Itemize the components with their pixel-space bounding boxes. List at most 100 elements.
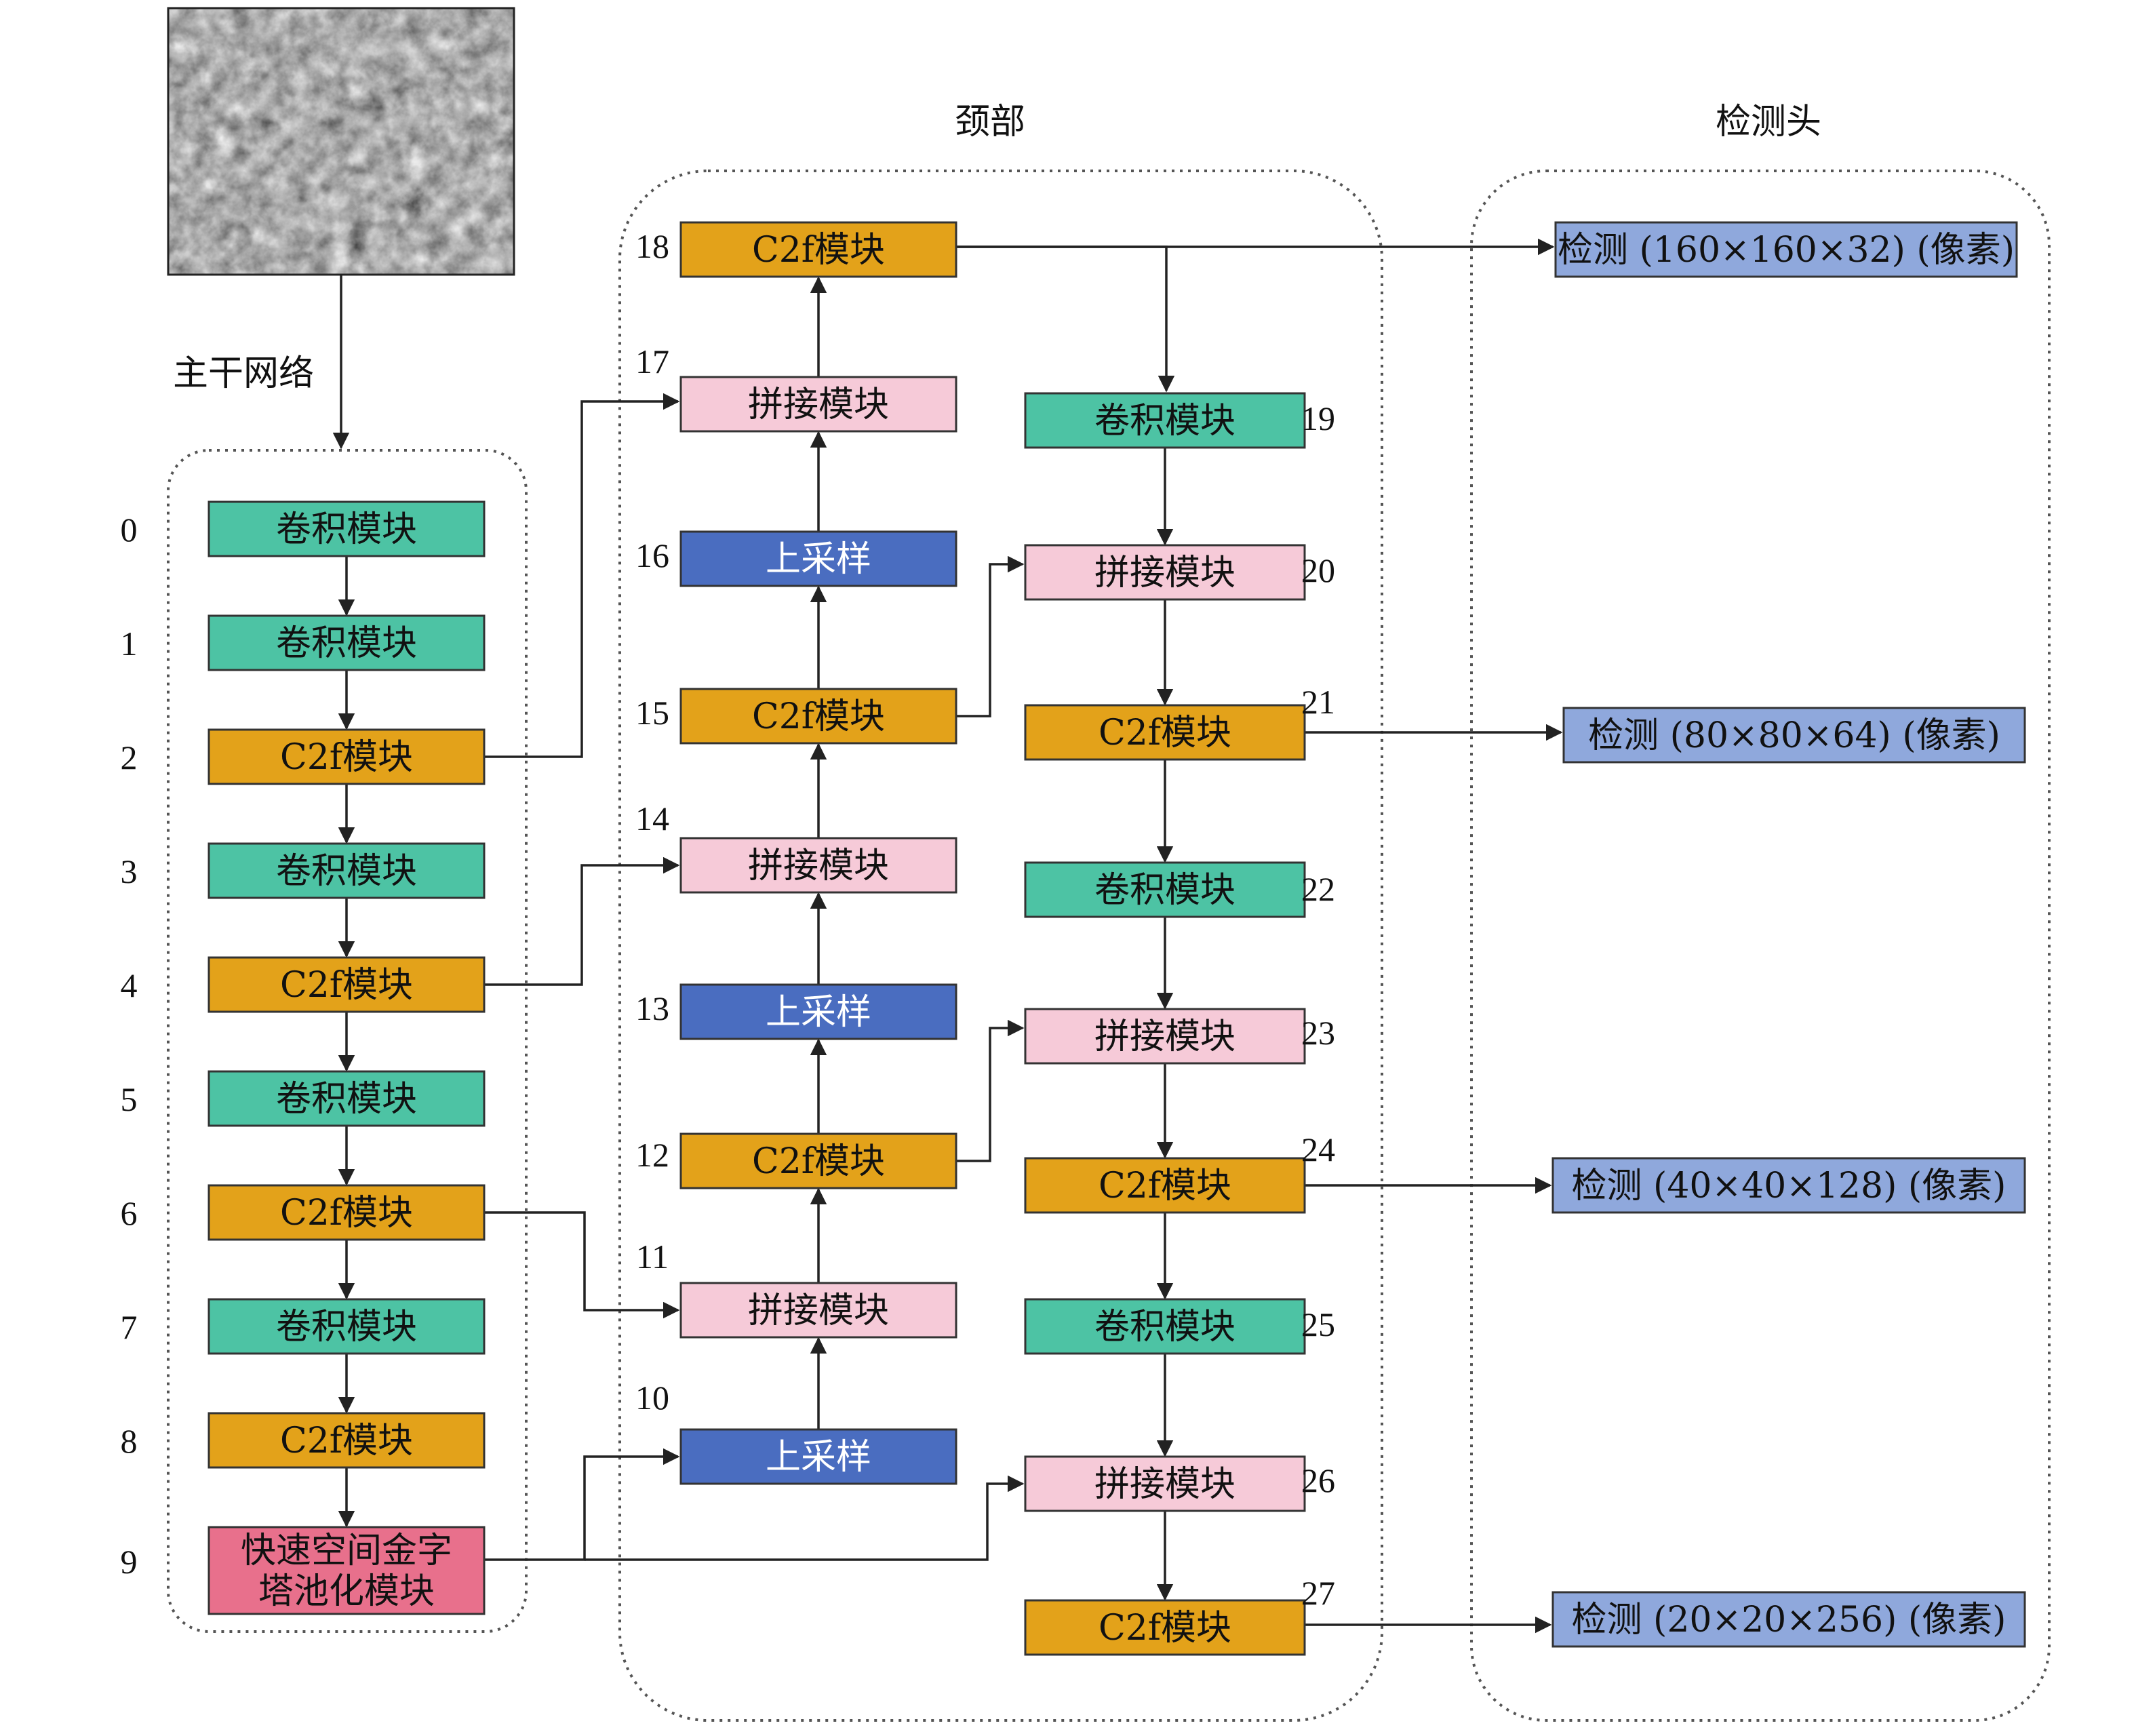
neck-index-27: 27 (1301, 1574, 1335, 1612)
neck-block-10-box (679, 1428, 957, 1485)
neck-block-18: C2f模块 (679, 221, 957, 278)
neck-block-19-box (1024, 392, 1306, 449)
neck-block-20-box (1024, 544, 1306, 601)
backbone-index-7: 7 (121, 1308, 138, 1346)
head-title: 检测头 (1716, 102, 1821, 142)
neck-block-22-label: 卷积模块 (1094, 870, 1235, 911)
backbone-block-6: C2f模块 (207, 1184, 486, 1241)
neck-block-16-box (679, 530, 957, 587)
neck-index-11: 11 (636, 1238, 669, 1276)
neck-index-15: 15 (635, 694, 669, 732)
backbone-block-9-label: 塔池化模块 (258, 1571, 435, 1612)
backbone-index-3: 3 (121, 852, 138, 890)
skip-15-to-20 (956, 555, 1025, 717)
backbone-container (167, 449, 528, 1633)
neck-block-22-box (1024, 861, 1306, 918)
neck-block-23-box (1024, 1008, 1306, 1065)
backbone-block-5-label: 卷积模块 (276, 1079, 417, 1120)
skip-2-to-17 (484, 393, 680, 758)
neck-block-25-label: 卷积模块 (1094, 1307, 1235, 1347)
backbone-index-6: 6 (121, 1194, 138, 1232)
backbone-index-4: 4 (121, 966, 138, 1004)
blocks: 卷积模块0卷积模块1C2f模块2卷积模块3C2f模块4卷积模块5C2f模块6卷积… (121, 221, 2026, 1656)
backbone-index-2: 2 (121, 738, 138, 776)
neck-block-24: C2f模块 (1024, 1157, 1306, 1214)
backbone-block-2-label: C2f模块 (280, 737, 413, 778)
backbone-block-6-box (207, 1184, 486, 1241)
detect-block-1-label: 检测 (80×80×64) (像素) (1588, 715, 2000, 756)
neck-index-16: 16 (635, 536, 669, 574)
neck-block-22: 卷积模块 (1024, 861, 1306, 918)
head-container (1470, 170, 2051, 1722)
neck-block-24-label: C2f模块 (1099, 1166, 1231, 1206)
detect-block-1: 检测 (80×80×64) (像素) (1562, 707, 2026, 764)
neck-block-10-label: 上采样 (766, 1437, 871, 1478)
backbone-block-3-label: 卷积模块 (276, 851, 417, 892)
skip-9-to-26 (585, 1475, 1025, 1561)
neck-block-20: 拼接模块 (1024, 544, 1306, 601)
neck-block-27-label: C2f模块 (1099, 1608, 1231, 1649)
input-image (167, 7, 515, 276)
neck-block-15-box (679, 688, 957, 745)
neck-block-14-box (679, 837, 957, 894)
connections (332, 238, 1563, 1634)
skip-6-to-11 (484, 1211, 680, 1319)
detect-block-0-label: 检测 (160×160×32) (像素) (1558, 230, 2015, 271)
backbone-block-3: 卷积模块 (207, 842, 486, 899)
neck-index-26: 26 (1301, 1461, 1335, 1499)
backbone-block-4-box (207, 956, 486, 1013)
neck-block-19: 卷积模块 (1024, 392, 1306, 449)
backbone-block-2-box (207, 728, 486, 785)
neck-block-20-label: 拼接模块 (1094, 553, 1235, 593)
backbone-block-5-box (207, 1070, 486, 1127)
neck-block-21: C2f模块 (1024, 704, 1306, 761)
backbone-title: 主干网络 (173, 353, 314, 394)
neck-index-23: 23 (1301, 1014, 1335, 1052)
neck-block-25-box (1024, 1298, 1306, 1355)
neck-block-13: 上采样 (679, 983, 957, 1040)
backbone-block-1: 卷积模块 (207, 614, 486, 671)
neck-block-27: C2f模块 (1024, 1599, 1306, 1656)
backbone-block-3-box (207, 842, 486, 899)
neck-block-14-label: 拼接模块 (748, 846, 889, 886)
neck-block-12-box (679, 1132, 957, 1189)
detect-block-3: 检测 (20×20×256) (像素) (1551, 1591, 2026, 1648)
neck-block-12: C2f模块 (679, 1132, 957, 1189)
neck-block-15: C2f模块 (679, 688, 957, 745)
neck-block-17-label: 拼接模块 (748, 384, 889, 425)
neck-index-14: 14 (635, 800, 669, 837)
detect-block-1-box (1562, 707, 2026, 764)
backbone-index-5: 5 (121, 1080, 138, 1118)
detect-block-0-box (1554, 221, 2018, 278)
neck-block-26-box (1024, 1455, 1306, 1512)
neck-block-26-label: 拼接模块 (1094, 1464, 1235, 1505)
backbone-block-8-label: C2f模块 (280, 1421, 413, 1461)
arrow-18-to-19 (956, 245, 1175, 393)
backbone-block-0: 卷积模块 (207, 500, 486, 557)
backbone-index-9: 9 (121, 1543, 138, 1581)
neck-index-12: 12 (635, 1136, 669, 1174)
neck-block-18-label: C2f模块 (752, 230, 885, 271)
neck-index-10: 10 (635, 1379, 669, 1417)
backbone-index-8: 8 (121, 1422, 138, 1460)
backbone-block-2: C2f模块 (207, 728, 486, 785)
neck-block-21-box (1024, 704, 1306, 761)
neck-container (618, 170, 1383, 1722)
detect-block-2: 检测 (40×40×128) (像素) (1551, 1157, 2026, 1214)
neck-index-24: 24 (1301, 1130, 1335, 1168)
neck-block-23-label: 拼接模块 (1094, 1017, 1235, 1057)
backbone-block-7-box (207, 1298, 486, 1355)
neck-block-21-label: C2f模块 (1099, 713, 1231, 753)
neck-block-13-label: 上采样 (766, 992, 871, 1033)
backbone-block-5: 卷积模块 (207, 1070, 486, 1127)
neck-index-18: 18 (635, 227, 669, 265)
neck-block-23: 拼接模块 (1024, 1008, 1306, 1065)
backbone-block-8-box (207, 1412, 486, 1469)
neck-index-21: 21 (1301, 683, 1335, 721)
neck-index-25: 25 (1301, 1305, 1335, 1343)
neck-block-25: 卷积模块 (1024, 1298, 1306, 1355)
neck-index-22: 22 (1301, 870, 1335, 908)
neck-index-17: 17 (635, 342, 669, 380)
neck-block-16: 上采样 (679, 530, 957, 587)
